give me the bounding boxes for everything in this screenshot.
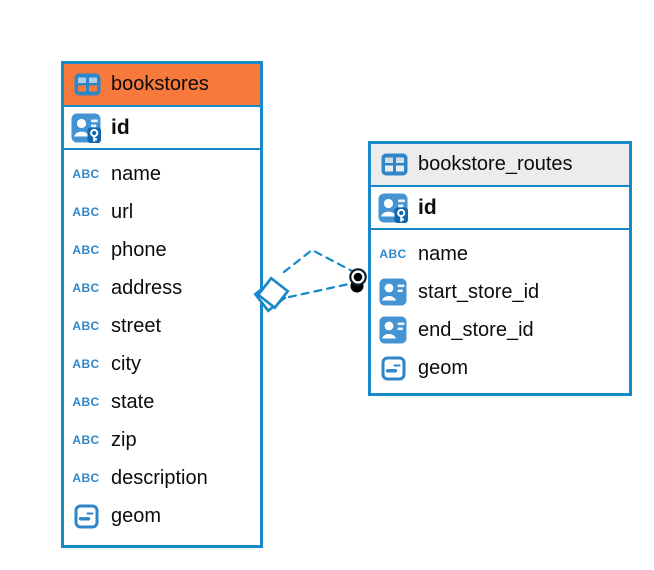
text-type-icon: ABC — [379, 247, 407, 261]
geometry-type-icon — [376, 356, 410, 381]
column-row-url[interactable]: ABC url — [64, 193, 260, 231]
primary-key-icon — [376, 193, 410, 223]
pk-row-id[interactable]: id — [371, 187, 629, 230]
column-name: name — [418, 242, 469, 265]
text-type-icon: ABC — [72, 243, 100, 257]
column-name: name — [111, 162, 162, 185]
column-name: url — [111, 200, 134, 223]
column-row-zip[interactable]: ABC zip — [64, 421, 260, 459]
column-name: start_store_id — [418, 280, 540, 303]
table-bookstores-columns: ABC name ABC url ABC phone ABC address A… — [64, 150, 260, 535]
table-bookstore-routes[interactable]: bookstore_routes id ABC — [368, 141, 632, 396]
text-type-icon: ABC — [72, 281, 100, 295]
relationship-line-lower — [287, 282, 351, 299]
column-row-street[interactable]: ABC street — [64, 307, 260, 345]
column-row-city[interactable]: ABC city — [64, 345, 260, 383]
table-name: bookstore_routes — [418, 153, 573, 175]
pk-name: id — [111, 115, 130, 139]
table-bookstore-routes-header[interactable]: bookstore_routes — [371, 144, 629, 187]
geometry-type-icon — [69, 504, 103, 529]
column-row-geom[interactable]: geom — [371, 349, 629, 387]
column-name: street — [111, 314, 162, 337]
column-name: address — [111, 276, 183, 299]
diamond-endpoint — [253, 276, 290, 313]
column-row-end-store-id[interactable]: end_store_id — [371, 311, 629, 349]
primary-key-icon — [69, 113, 103, 143]
column-name: end_store_id — [418, 318, 534, 341]
column-row-description[interactable]: ABC description — [64, 459, 260, 497]
column-name: geom — [111, 504, 162, 527]
column-row-name[interactable]: ABC name — [64, 155, 260, 193]
text-type-icon: ABC — [72, 167, 100, 181]
column-row-phone[interactable]: ABC phone — [64, 231, 260, 269]
text-type-icon: ABC — [72, 471, 100, 485]
column-row-geom[interactable]: geom — [64, 497, 260, 535]
column-name: phone — [111, 238, 167, 261]
pk-row-id[interactable]: id — [64, 107, 260, 150]
table-bookstores-header[interactable]: bookstores — [64, 64, 260, 107]
foreign-key-icon — [376, 316, 410, 344]
column-row-start-store-id[interactable]: start_store_id — [371, 273, 629, 311]
column-name: description — [111, 466, 208, 489]
relationship-connector[interactable] — [248, 230, 388, 330]
table-name: bookstores — [111, 73, 209, 95]
table-icon — [70, 73, 104, 96]
table-bookstores[interactable]: bookstores id ABC na — [61, 61, 263, 548]
text-type-icon: ABC — [72, 433, 100, 447]
dot-endpoint — [349, 268, 367, 293]
column-name: state — [111, 390, 155, 413]
table-icon — [377, 153, 411, 176]
column-name: geom — [418, 356, 469, 379]
column-row-name[interactable]: ABC name — [371, 235, 629, 273]
text-type-icon: ABC — [72, 357, 100, 371]
column-name: city — [111, 352, 141, 375]
text-type-icon: ABC — [72, 319, 100, 333]
foreign-key-icon — [376, 278, 410, 306]
column-row-address[interactable]: ABC address — [64, 269, 260, 307]
text-type-icon: ABC — [72, 395, 100, 409]
pk-name: id — [418, 195, 437, 219]
table-bookstore-routes-columns: ABC name start_store_id — [371, 230, 629, 387]
relationship-line-upper — [282, 248, 354, 274]
text-type-icon: ABC — [72, 205, 100, 219]
column-row-state[interactable]: ABC state — [64, 383, 260, 421]
column-name: zip — [111, 428, 137, 451]
